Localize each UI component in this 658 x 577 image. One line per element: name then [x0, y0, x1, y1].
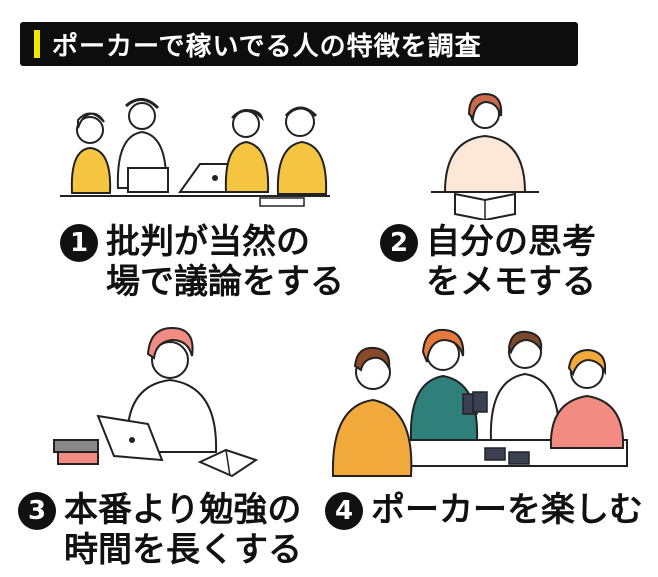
note-taking-illustration [431, 92, 539, 220]
item-3-number: 3 [18, 492, 56, 530]
item-1-number: 1 [60, 224, 98, 262]
item-4-caption: 4 ポーカーを楽しむ [325, 490, 643, 530]
item-2-line-1: 自分の思考 [426, 222, 596, 262]
studying-illustration [53, 326, 259, 478]
item-3-line-2: 時間を長くする [64, 530, 302, 570]
item-2-number: 2 [380, 224, 418, 262]
item-3-line-1: 本番より勉強の [64, 490, 302, 530]
item-3-caption: 3 本番より勉強の 時間を長くする [18, 490, 302, 570]
title-bar: ポーカーで稼いでる人の特徴を調査 [20, 22, 578, 66]
poker-illustration [331, 328, 628, 477]
title-accent-mark [34, 30, 40, 58]
page-title: ポーカーで稼いでる人の特徴を調査 [52, 31, 482, 62]
item-1-line-1: 批判が当然の [106, 222, 310, 262]
item-4-line-1: ポーカーを楽しむ [371, 490, 643, 530]
item-1-caption: 1 批判が当然の 場で議論をする [60, 222, 344, 302]
item-1-line-2: 場で議論をする [106, 262, 344, 302]
item-4-number: 4 [325, 492, 363, 530]
item-2-caption: 2 自分の思考 をメモする [380, 222, 596, 302]
item-2-line-2: をメモする [426, 262, 596, 302]
discussion-illustration [60, 98, 330, 207]
